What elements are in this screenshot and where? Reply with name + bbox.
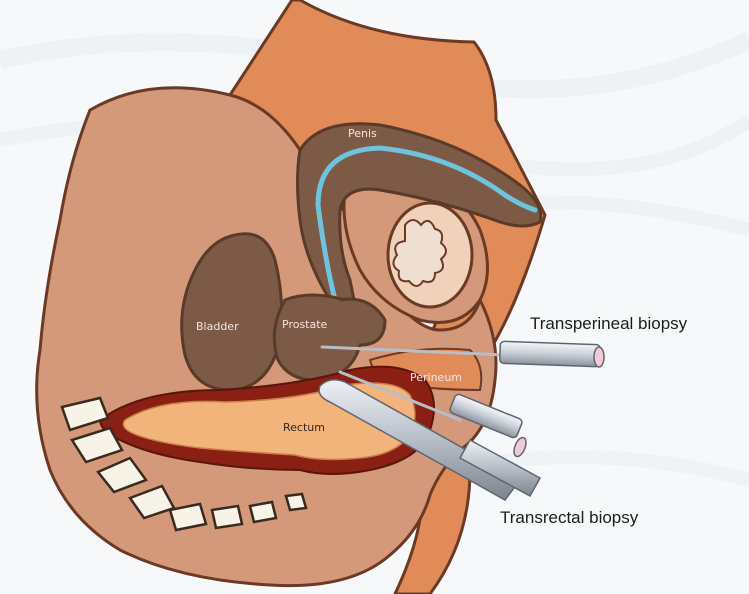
- penis-label: Penis: [348, 127, 377, 140]
- prostate-label: Prostate: [282, 318, 328, 331]
- bladder-label: Bladder: [196, 320, 239, 333]
- transperineal-biopsy-label: Transperineal biopsy: [530, 314, 687, 334]
- perineum-label: Perineum: [410, 371, 462, 384]
- rectum-label: Rectum: [283, 421, 325, 434]
- transrectal-biopsy-label: Transrectal biopsy: [500, 508, 638, 528]
